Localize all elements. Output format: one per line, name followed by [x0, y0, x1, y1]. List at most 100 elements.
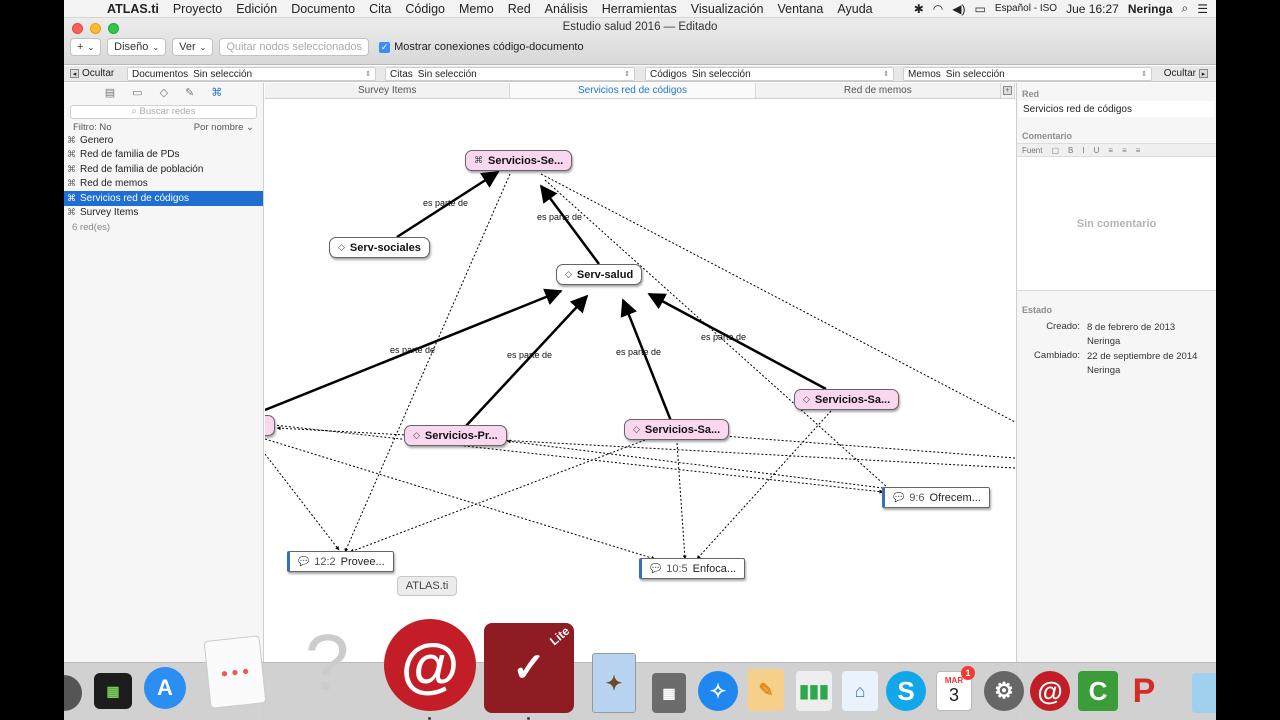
list-item[interactable]: ⌘Red de familia de PDs: [64, 148, 263, 163]
tab-survey-items[interactable]: Survey Items: [265, 83, 511, 98]
dotted-edge[interactable]: [265, 453, 340, 551]
dotted-edge[interactable]: [676, 442, 687, 560]
downloads-folder-icon[interactable]: [1192, 673, 1216, 713]
menu-documento[interactable]: Documento: [291, 1, 356, 16]
pages-icon[interactable]: ✎: [748, 669, 784, 711]
node-servicios-se[interactable]: ⌘Servicios-Se...: [465, 150, 573, 171]
edge-soc-top[interactable]: [396, 170, 500, 239]
node-servicios-pr[interactable]: ◇Servicios-Pr...: [404, 425, 507, 446]
mission-control-icon[interactable]: ▦: [94, 673, 132, 709]
tab-red-memos[interactable]: Red de memos: [756, 83, 1001, 98]
edge-saright-salud[interactable]: [647, 292, 827, 391]
list-item[interactable]: ⌘Genero: [64, 133, 263, 148]
menu-proyecto[interactable]: Proyecto: [172, 1, 223, 16]
dotted-edge[interactable]: [540, 173, 1015, 423]
node-serv-sociales[interactable]: ◇Serv-sociales: [329, 237, 430, 258]
input-source[interactable]: Español - ISO: [994, 3, 1058, 14]
volume-icon[interactable]: ◀): [952, 1, 966, 16]
search-networks-input[interactable]: ⌕ Buscar redes: [70, 105, 257, 119]
notification-center-icon[interactable]: ☰: [1197, 1, 1208, 16]
menu-red[interactable]: Red: [507, 1, 531, 16]
node-serv-salud[interactable]: ◇Serv-salud: [556, 264, 643, 285]
menu-visualizacion[interactable]: Visualización: [690, 1, 764, 16]
dotted-edge[interactable]: [696, 410, 832, 560]
battery-icon[interactable]: ▭: [974, 1, 986, 16]
calendar-icon[interactable]: MAR 3 1: [936, 666, 975, 711]
launchpad-icon[interactable]: [64, 675, 82, 711]
documents-selector[interactable]: Documentos Sin selección ⇕: [127, 67, 376, 81]
calculator-icon[interactable]: ▦: [652, 673, 686, 713]
presentation-app-icon[interactable]: P: [1132, 671, 1156, 710]
network-canvas[interactable]: es parte de es parte de es parte de es p…: [265, 100, 1015, 720]
add-button[interactable]: +⌄: [70, 38, 102, 56]
system-preferences-icon[interactable]: ⚙: [984, 671, 1024, 711]
edge-left-salud[interactable]: [265, 288, 563, 412]
view-menu-button[interactable]: Ver⌄: [172, 38, 214, 56]
clock[interactable]: Jue 16:27: [1066, 1, 1119, 16]
comment-editor[interactable]: Sin comentario: [1017, 157, 1216, 291]
list-item[interactable]: ⌘Survey Items: [64, 206, 263, 221]
remove-selected-nodes-button[interactable]: Quitar nodos seleccionados: [219, 38, 370, 56]
menu-app[interactable]: ATLAS.ti: [107, 1, 159, 16]
quotes-selector[interactable]: Citas Sin selección ⇕: [385, 67, 635, 81]
safari-icon[interactable]: ✧: [698, 671, 738, 711]
font-button[interactable]: Fuent: [1022, 145, 1043, 155]
menu-ventana[interactable]: Ventana: [777, 1, 824, 16]
align-right-icon[interactable]: ≡: [1135, 145, 1141, 155]
node-servicios-sa-mid[interactable]: ◇Servicios-Sa...: [624, 419, 730, 440]
node-servicios-sa-right[interactable]: ◇Servicios-Sa...: [794, 389, 900, 410]
menu-memo[interactable]: Memo: [458, 1, 494, 16]
hide-right-button[interactable]: Ocultar▸: [1158, 68, 1214, 79]
dotted-edge[interactable]: [265, 423, 884, 494]
preview-icon[interactable]: ✦: [592, 653, 636, 713]
atlas-ti-lite-icon[interactable]: Lite✓: [484, 623, 574, 713]
list-item[interactable]: ⌘Red de memos: [64, 177, 263, 192]
hide-left-button[interactable]: ◂Ocultar: [64, 68, 120, 79]
edge-salud-top[interactable]: [539, 184, 601, 265]
color-icon[interactable]: ▢: [1051, 145, 1060, 155]
close-window-button[interactable]: [72, 23, 83, 34]
dotted-edge[interactable]: [544, 179, 888, 488]
show-connections-checkbox[interactable]: ✓ Mostrar conexiones código-documento: [379, 41, 584, 53]
bluetooth-icon[interactable]: ✱: [913, 1, 924, 16]
networks-icon[interactable]: ⌘: [211, 86, 223, 99]
keynote-icon[interactable]: ⌂: [842, 671, 878, 711]
menu-cita[interactable]: Cita: [369, 1, 392, 16]
underline-icon[interactable]: U: [1093, 145, 1100, 155]
menu-analisis[interactable]: Análisis: [544, 1, 588, 16]
list-item-selected[interactable]: ⌘Servicios red de códigos: [64, 191, 263, 206]
dotted-edge[interactable]: [276, 426, 1015, 469]
edge-samid-salud[interactable]: [620, 298, 673, 422]
new-tab-button[interactable]: +: [1001, 83, 1015, 98]
design-menu-button[interactable]: Diseño⌄: [107, 38, 167, 56]
list-item[interactable]: ⌘Red de familia de población: [64, 162, 263, 177]
memos-selector[interactable]: Memos Sin selección ⇕: [903, 67, 1152, 81]
skype-icon[interactable]: S: [886, 671, 926, 711]
user-menu[interactable]: Neringa: [1127, 1, 1173, 16]
align-left-icon[interactable]: ≡: [1108, 145, 1114, 155]
atlas-ti-second-icon[interactable]: @: [1030, 671, 1070, 711]
tab-servicios-red[interactable]: Servicios red de códigos: [510, 83, 756, 98]
dotted-edge[interactable]: [349, 439, 646, 553]
minimize-window-button[interactable]: [90, 23, 101, 34]
network-name-field[interactable]: Servicios red de códigos: [1019, 101, 1214, 117]
dotted-edge[interactable]: [506, 439, 884, 489]
dotted-edge[interactable]: [722, 434, 1015, 459]
memos-icon[interactable]: ✎: [185, 86, 195, 99]
sort-menu[interactable]: Por nombre ⌄: [194, 122, 254, 133]
codes-icon[interactable]: ◇: [159, 86, 169, 99]
menu-codigo[interactable]: Código: [405, 1, 445, 16]
missing-app-icon[interactable]: ?: [304, 618, 350, 707]
menu-herramientas[interactable]: Herramientas: [601, 1, 677, 16]
quotes-icon[interactable]: ▭: [132, 86, 143, 99]
atlas-ti-icon[interactable]: @: [384, 619, 476, 711]
reminders-icon[interactable]: ● ● ●: [203, 635, 267, 709]
app-store-icon[interactable]: A: [144, 667, 186, 709]
bold-icon[interactable]: B: [1068, 145, 1074, 155]
menu-edicion[interactable]: Edición: [236, 1, 278, 16]
documents-icon[interactable]: ▤: [104, 86, 116, 99]
spotlight-icon[interactable]: ⌕: [1181, 1, 1189, 15]
